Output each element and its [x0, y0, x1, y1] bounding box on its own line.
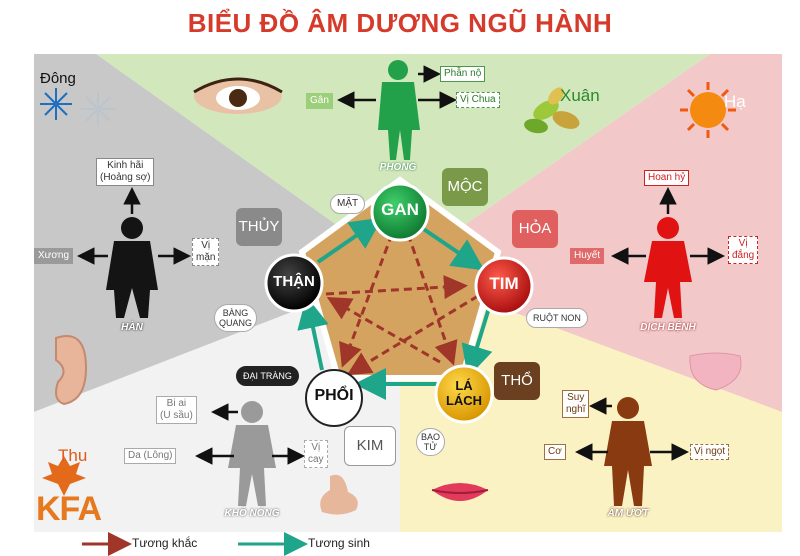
element-hoa: HỎA	[512, 210, 558, 248]
organ-la-lach-line2: LÁCH	[445, 393, 483, 408]
water-emotion: Kinh hãi (Hoảng sợ)	[96, 158, 155, 186]
metal-tissue: Da (Lông)	[124, 448, 177, 464]
phong-figure	[378, 60, 420, 160]
earth-emotion-line1: Suy	[567, 392, 585, 403]
phoi-circle	[305, 369, 363, 427]
gan-circle	[370, 182, 430, 242]
metal-taste-line2: cay	[308, 454, 324, 465]
organ-la-lach: LÁ LÁCH	[436, 378, 492, 408]
metal-taste: Vị cay	[304, 440, 328, 468]
wood-emotion: Phẫn nộ	[440, 66, 486, 82]
element-tho: THỔ	[494, 362, 540, 400]
legend-sinh-label: Tương sinh	[308, 536, 370, 550]
organ-tim: TIM	[489, 274, 519, 293]
legend-khac-label: Tương khắc	[132, 536, 198, 550]
eye-icon	[193, 77, 283, 114]
snowflake-icon-2	[81, 92, 115, 126]
wood-tissue: Gân	[306, 93, 333, 109]
element-kim: KIM	[344, 426, 396, 466]
water-taste-line1: Vị	[201, 240, 211, 251]
am-uot-figure	[604, 397, 652, 506]
la-lach-circle	[434, 364, 494, 424]
wood-taste: Vị Chua	[456, 92, 500, 108]
dich-benh-figure	[644, 217, 692, 318]
organ-than: THẬN	[273, 273, 315, 290]
earth-emotion: Suy nghĩ	[562, 390, 590, 418]
fire-taste-line2: đắng	[732, 250, 755, 261]
fire-emotion: Hoan hỷ	[644, 170, 690, 186]
earth-emotion-line2: nghĩ	[566, 404, 586, 415]
season-thu: Thu	[58, 446, 88, 465]
sinh-cycle	[297, 217, 494, 400]
label-kho-nong: KHÔ NÓNG	[224, 508, 280, 519]
fire-taste: Vị đắng	[728, 236, 759, 264]
metal-emotion: Bi ai (U sầu)	[156, 396, 197, 424]
paired-bang-quang: BÀNG QUANG	[214, 304, 258, 332]
label-phong: PHONG	[379, 162, 417, 173]
leaves-icon	[524, 87, 580, 134]
paired-bang-quang-line2: QUANG	[219, 318, 253, 328]
brand-logo: KFA	[36, 490, 102, 528]
organ-la-lach-line1: LÁ	[455, 378, 473, 393]
earth-taste: Vị ngọt	[690, 444, 730, 460]
label-han: HÀN	[121, 322, 143, 333]
metal-emotion-line1: Bi ai	[166, 398, 187, 409]
han-figure	[106, 217, 158, 318]
connector-arrows	[77, 65, 725, 465]
water-emotion-line2: (Hoảng sợ)	[100, 172, 151, 183]
earth-tissue: Cơ	[544, 444, 566, 460]
label-am-uot: ẨM ƯỚT	[607, 508, 649, 519]
snowflake-icon	[40, 88, 72, 120]
water-emotion-line1: Kinh hãi	[107, 160, 144, 171]
organ-gan: GAN	[381, 200, 419, 219]
paired-bao-tu: BAO TỬ	[416, 428, 446, 456]
maple-leaf-icon	[42, 456, 86, 496]
paired-bang-quang-line1: BÀNG	[222, 308, 249, 318]
page-title: BIỂU ĐỒ ÂM DƯƠNG NGŨ HÀNH	[187, 8, 613, 38]
sector-gray	[34, 54, 400, 412]
metal-taste-line1: Vị	[311, 442, 321, 453]
fire-tissue: Huyết	[570, 248, 605, 264]
water-taste-line2: mặn	[196, 252, 216, 263]
season-dong: Đông	[40, 70, 76, 87]
khac-cycle	[325, 233, 479, 376]
paired-dai-trang: ĐẠI TRÀNG	[236, 366, 299, 386]
kho-nong-figure	[228, 401, 276, 506]
nose-icon	[320, 474, 358, 515]
season-xuan: Xuân	[560, 86, 600, 105]
element-thuy: THỦY	[236, 208, 282, 246]
label-dich-benh: DỊCH BỆNH	[640, 322, 696, 333]
element-moc: MỘC	[442, 168, 488, 206]
season-ha: Hạ	[724, 92, 746, 111]
paired-bao-tu-line1: BAO	[421, 432, 441, 442]
lips-icon	[431, 483, 489, 501]
paired-bao-tu-line2: TỬ	[423, 442, 438, 452]
ear-icon	[55, 335, 88, 406]
sun-icon	[680, 82, 736, 138]
water-tissue: Xương	[34, 248, 74, 264]
fire-taste-line1: Vị	[738, 238, 748, 249]
water-taste: Vị mặn	[192, 238, 220, 266]
tongue-icon	[689, 352, 742, 391]
sector-pink	[400, 54, 782, 412]
organ-phoi: PHỔI	[314, 387, 354, 404]
than-circle	[264, 253, 324, 313]
tim-circle	[474, 256, 534, 316]
metal-emotion-line2: (U sầu)	[160, 410, 193, 421]
paired-mat: MẬT	[330, 194, 366, 214]
paired-ruot-non: RUỘT NON	[526, 308, 588, 328]
